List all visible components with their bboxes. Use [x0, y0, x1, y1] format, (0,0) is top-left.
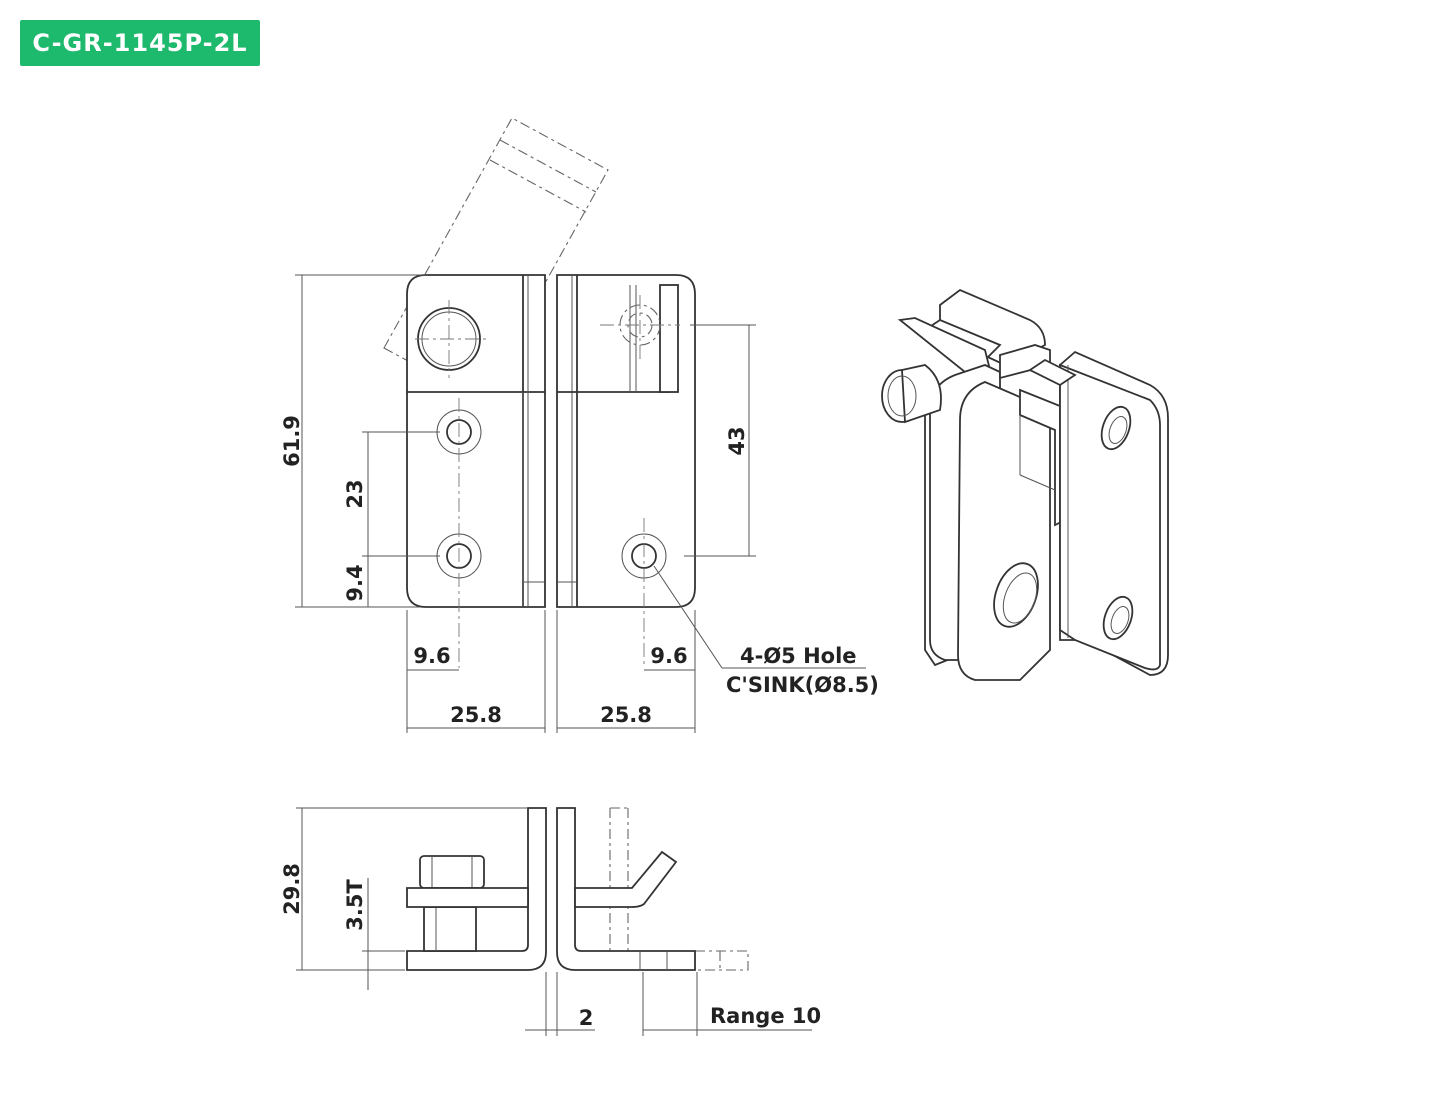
dim-hole-edge: 9.4: [343, 564, 367, 601]
model-badge: C-GR-1145P-2L: [20, 20, 260, 66]
dim-side-height: 29.8: [280, 863, 304, 915]
dim-right-hole-offset: 9.6: [650, 644, 687, 668]
front-dimensions: 61.9 23 9.4 43 9.6 9.6 25.8 25.8 4-Ø5 Ho…: [280, 274, 879, 733]
dim-range: Range 10: [710, 1004, 821, 1028]
dim-right-height: 43: [725, 426, 749, 455]
dim-height-total: 61.9: [280, 415, 304, 467]
left-bracket: [406, 807, 547, 971]
right-bracket: [556, 807, 696, 971]
hole-note-line1: 4-Ø5 Hole: [740, 644, 857, 668]
dim-right-width: 25.8: [600, 703, 652, 727]
dim-left-width: 25.8: [450, 703, 502, 727]
hole-note-line2: C'SINK(Ø8.5): [726, 673, 879, 697]
side-dimensions: 29.8 3.5T 2 Range 10: [280, 807, 821, 1036]
slide-bar: [406, 887, 529, 908]
dim-gap: 2: [579, 1006, 594, 1030]
dim-left-hole-offset: 9.6: [413, 644, 450, 668]
side-bolt-head: [419, 855, 485, 889]
front-view: [383, 117, 696, 668]
isometric-view: [881, 288, 1169, 681]
side-view: [406, 807, 749, 971]
dim-hole-pitch: 23: [343, 479, 367, 508]
dim-thickness: 3.5T: [343, 879, 367, 931]
